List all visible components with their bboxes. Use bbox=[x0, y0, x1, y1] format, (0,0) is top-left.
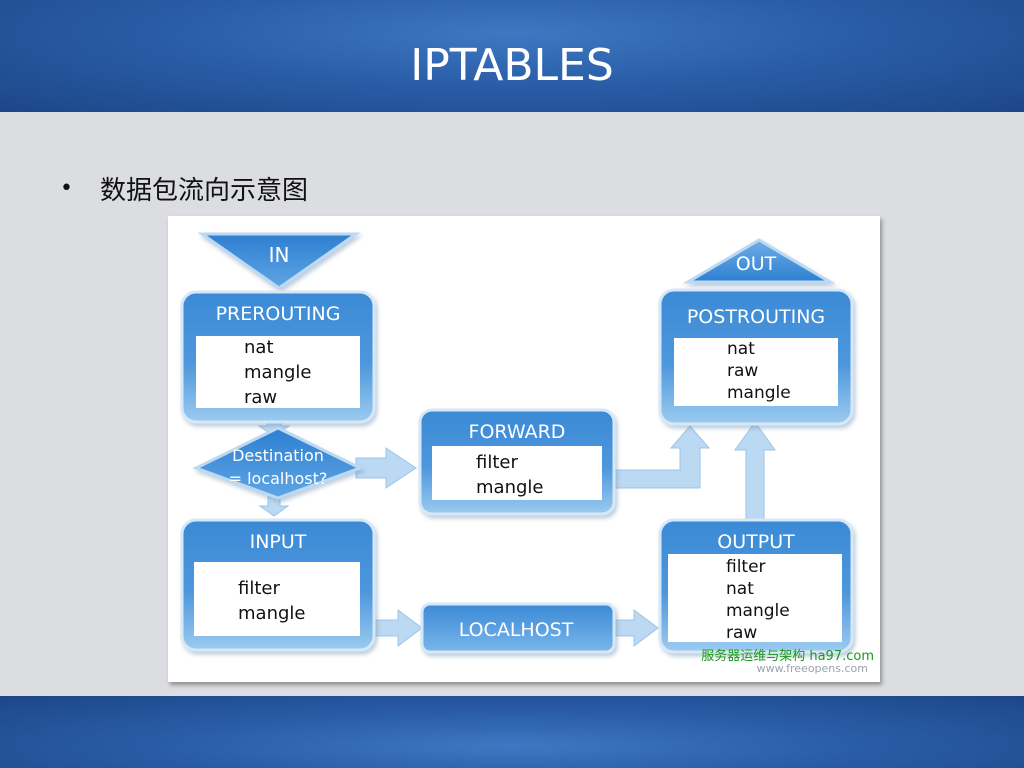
input-title: INPUT bbox=[250, 531, 307, 553]
out-label: OUT bbox=[736, 253, 777, 275]
prerouting-table: mangle bbox=[244, 362, 311, 383]
input-box: INPUT filter mangle bbox=[180, 518, 376, 652]
forward-table: mangle bbox=[476, 477, 543, 498]
destination-decision: Destination = localhost? bbox=[192, 426, 364, 500]
arrow-forward-to-postrouting bbox=[613, 425, 711, 489]
packet-flow-diagram: IN OUT PREROUTING nat mangle raw Destina… bbox=[180, 232, 874, 675]
bullet-text: 数据包流向示意图 bbox=[100, 175, 309, 206]
in-marker: IN bbox=[197, 232, 361, 290]
forward-table: filter bbox=[476, 452, 518, 473]
prerouting-table: raw bbox=[244, 387, 277, 408]
decision-line1: Destination bbox=[232, 446, 324, 465]
arrow-output-to-postrouting bbox=[734, 421, 776, 521]
output-box: OUTPUT filter nat mangle raw bbox=[658, 518, 854, 654]
output-table: raw bbox=[726, 623, 757, 643]
watermark-line1: 服务器运维与架构 ha97.com bbox=[701, 648, 874, 664]
input-table: filter bbox=[238, 578, 280, 599]
arrow-localhost-to-output bbox=[613, 609, 659, 647]
output-table: mangle bbox=[726, 601, 790, 621]
bullet-dot-icon: • bbox=[60, 175, 73, 201]
forward-title: FORWARD bbox=[469, 421, 566, 443]
arrow-decision-to-forward bbox=[355, 447, 417, 489]
out-marker: OUT bbox=[682, 238, 836, 284]
localhost-box: LOCALHOST bbox=[420, 602, 616, 654]
slide-title: IPTABLES bbox=[410, 40, 614, 91]
decision-line2: = localhost? bbox=[229, 469, 328, 488]
output-title: OUTPUT bbox=[717, 531, 795, 553]
postrouting-table: nat bbox=[727, 339, 755, 359]
bullet-item: • 数据包流向示意图 bbox=[60, 168, 308, 208]
title-bar: IPTABLES bbox=[0, 0, 1024, 112]
output-table: nat bbox=[726, 579, 754, 599]
postrouting-table: mangle bbox=[727, 383, 791, 403]
watermark-line2: www.freeopens.com bbox=[757, 662, 868, 675]
in-label: IN bbox=[269, 243, 290, 267]
output-table: filter bbox=[726, 557, 766, 577]
diagram-frame: IN OUT PREROUTING nat mangle raw Destina… bbox=[168, 216, 880, 682]
forward-box: FORWARD filter mangle bbox=[418, 408, 616, 516]
footer-bar bbox=[0, 696, 1024, 768]
input-table: mangle bbox=[238, 603, 305, 624]
prerouting-box: PREROUTING nat mangle raw bbox=[180, 290, 376, 424]
postrouting-title: POSTROUTING bbox=[687, 306, 825, 328]
watermark: 服务器运维与架构 ha97.com www.freeopens.com bbox=[701, 648, 874, 675]
localhost-title: LOCALHOST bbox=[459, 619, 574, 641]
postrouting-table: raw bbox=[727, 361, 758, 381]
prerouting-title: PREROUTING bbox=[216, 303, 341, 325]
arrow-input-to-localhost bbox=[373, 609, 423, 647]
postrouting-box: POSTROUTING nat raw mangle bbox=[658, 288, 854, 426]
prerouting-table: nat bbox=[244, 337, 274, 358]
connector-arrows bbox=[257, 415, 776, 647]
